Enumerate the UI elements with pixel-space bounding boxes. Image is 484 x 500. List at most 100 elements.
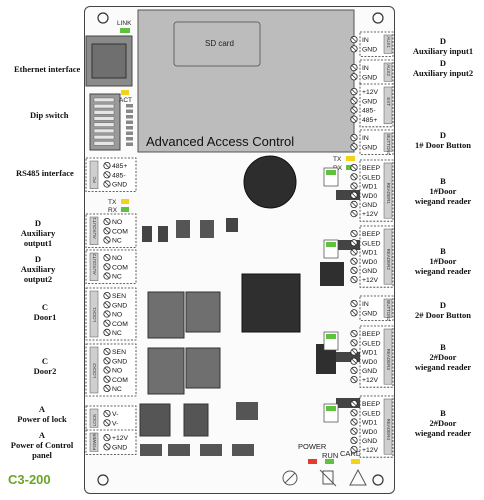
screw-slot-reader4-2: [351, 419, 357, 425]
reader1-sub: wiegand reader: [414, 196, 472, 206]
card-led: [351, 459, 360, 464]
terminal-side-label-aux1: AUX1: [386, 36, 391, 48]
pin-rs485-1: 485-: [112, 172, 126, 179]
reader-chip-d: [336, 398, 360, 408]
reader-header-led-0: [326, 170, 336, 175]
pin-reader1-3: WD0: [362, 193, 377, 200]
pin-reader3-3: WD0: [362, 359, 377, 366]
screw-slot-ext-0: [351, 89, 357, 95]
terminal-side-rs485: [89, 160, 99, 189]
reader4-sub: wiegand reader: [414, 428, 472, 438]
pin-reader3-1: GLED: [362, 340, 381, 347]
terminal-side-aux_out1: [89, 216, 99, 245]
relay-aux-a: [185, 291, 221, 333]
reader-header-led-2: [326, 334, 336, 339]
screw-slot-reader4-0: [351, 401, 357, 407]
dip-lever-1[interactable]: [93, 103, 115, 109]
screw-slot-lock2-0: [104, 349, 110, 355]
run-led: [325, 459, 334, 464]
terminal-side-label-reader4: READER4: [386, 419, 391, 441]
pb-free-strike: [284, 472, 296, 484]
screw-slot-lock2-1: [104, 358, 110, 364]
reader-chip-a: [336, 190, 360, 200]
reader-chip-b: [336, 240, 360, 250]
screw-slot-reader3-5: [351, 377, 357, 383]
chip-f: [200, 220, 214, 238]
pin-panel_power-0: +12V: [112, 435, 129, 442]
pin-reader1-5: +12V: [362, 211, 379, 218]
door2-letter: C: [41, 356, 49, 366]
pin-lock2-1: GND: [112, 358, 127, 365]
terminal-side-label-aux2: AUX2: [386, 64, 391, 76]
power-chip-c: [236, 402, 258, 420]
screw-slot-button2-0: [351, 301, 357, 307]
terminal-side-label-reader1: READER1: [386, 183, 391, 205]
pin-lock1-0: SEN: [112, 293, 126, 300]
lock-power-letter: A: [38, 404, 46, 414]
terminal-side-lock1: [89, 290, 99, 338]
aux-input1-letter: D: [439, 36, 447, 46]
screw-slot-reader4-1: [351, 410, 357, 416]
terminal-side-label-lock1: LOCK1: [92, 307, 97, 322]
lock-power-callout: A Power of lock: [10, 404, 74, 424]
reader3-label: 2#Door: [429, 352, 457, 362]
pin-reader4-5: +12V: [362, 447, 379, 454]
pin-button2-0: IN: [362, 301, 369, 308]
dip-lever-4[interactable]: [93, 122, 115, 127]
panel-power-label: Power of Control panel: [10, 440, 74, 460]
screw-slot-reader3-3: [351, 358, 357, 364]
screw-slot-aux_out1-0: [104, 219, 110, 225]
pin-reader2-5: +12V: [362, 277, 379, 284]
pin-lock1-1: GND: [112, 302, 127, 309]
screw-slot-reader1-1: [351, 174, 357, 180]
screw-slot-reader3-4: [351, 367, 357, 373]
dip-lever-6[interactable]: [93, 134, 115, 140]
pin-lock2-2: NO: [112, 368, 122, 375]
screw-slot-reader2-3: [351, 258, 357, 264]
dip-lever-2[interactable]: [93, 110, 115, 115]
pin-rs485-0: 485+: [112, 163, 127, 170]
pin-reader4-4: GND: [362, 438, 377, 445]
screw-slot-reader4-4: [351, 437, 357, 443]
dip-lever-5[interactable]: [93, 128, 115, 133]
terminal-side-label-panel_power: POWER: [92, 432, 97, 450]
terminal-side-reader2: [383, 228, 393, 285]
sd-card-text: SD card: [205, 39, 234, 48]
aux-input2-callout: D Auxiliary input2: [403, 58, 483, 78]
dip-switch-callout: Dip switch: [30, 110, 69, 120]
relay-lock1: [147, 291, 185, 339]
terminal-side-label-aux_out2: AUXOUT2: [92, 253, 97, 275]
rx-label-left: RX: [108, 207, 118, 214]
dip-switch-block[interactable]: [89, 93, 121, 151]
dip-lever-7[interactable]: [93, 141, 115, 146]
pin-reader1-2: WD1: [362, 184, 377, 191]
dip-lever-0[interactable]: [93, 97, 115, 102]
dip-switch-levers: [93, 97, 115, 146]
pin-aux2-0: IN: [362, 65, 369, 72]
power-led: [308, 459, 317, 464]
screw-slot-aux_out2-0: [104, 255, 110, 261]
screw-slot-panel_power-1: [104, 444, 110, 450]
dip-lever-3[interactable]: [93, 116, 115, 121]
pin-lock2-4: NC: [112, 386, 122, 393]
display-panel: [137, 9, 355, 153]
pin-reader3-5: +12V: [362, 377, 379, 384]
chip-a: [320, 262, 344, 286]
